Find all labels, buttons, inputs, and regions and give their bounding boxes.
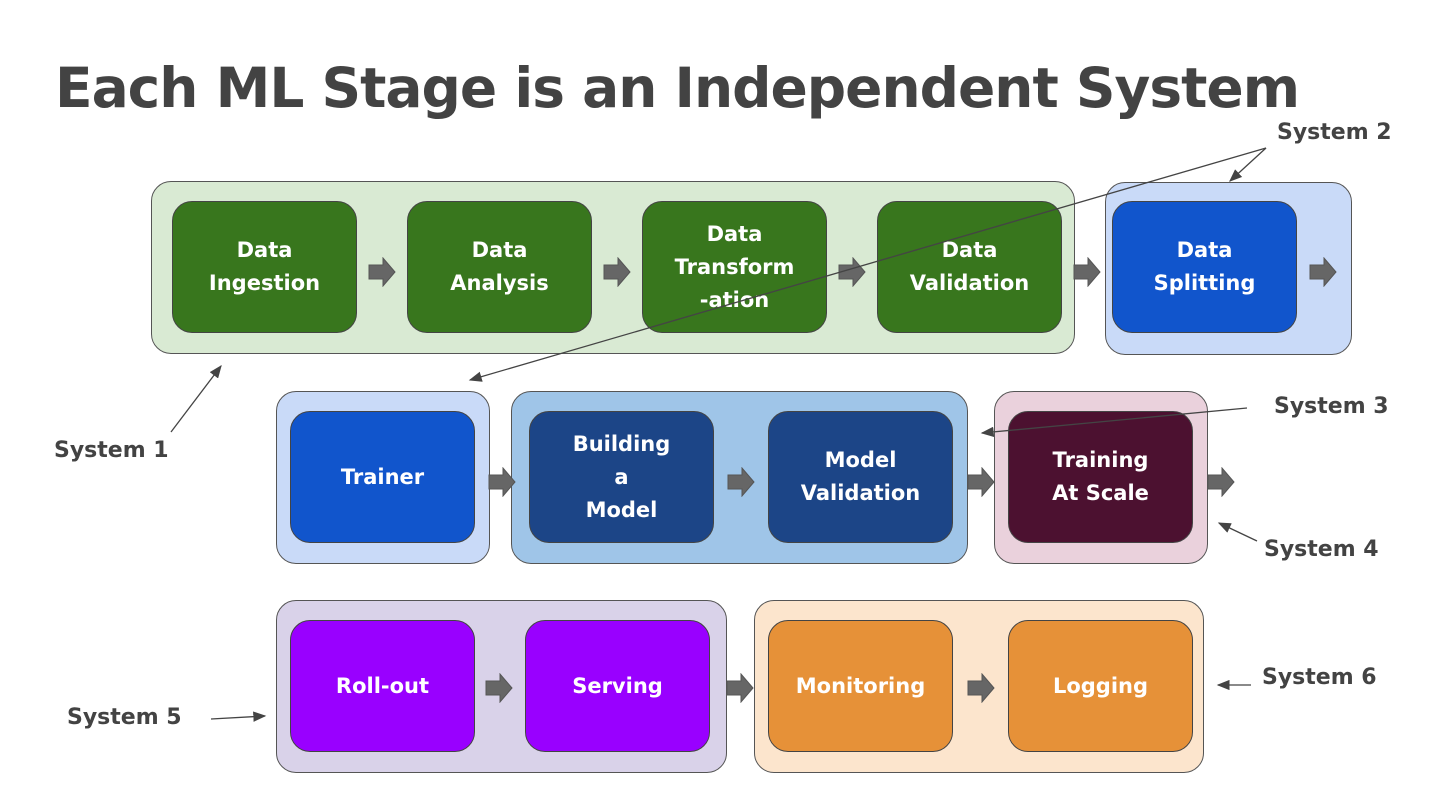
flow-arrow-icon [1207,466,1235,498]
system-1-label: System 1 [54,438,169,463]
flow-arrow-icon [967,466,995,498]
stage-data-ingestion: Data Ingestion [172,201,357,333]
system-3-label: System 3 [1274,394,1389,419]
flow-arrow-icon [967,672,995,704]
system-2-pointer-splitting [1229,147,1267,182]
flow-arrow-icon [838,256,866,288]
system-4-label: System 4 [1264,537,1379,562]
stage-rollout: Roll-out [290,620,475,752]
stage-building-model: Building a Model [529,411,714,543]
stage-monitoring: Monitoring [768,620,953,752]
system-1-pointer [170,364,222,433]
stage-training-at-scale: Training At Scale [1008,411,1193,543]
flow-arrow-icon [603,256,631,288]
stage-model-validation: Model Validation [768,411,953,543]
flow-arrow-icon [1309,256,1337,288]
flow-arrow-icon [1073,256,1101,288]
flow-arrow-icon [485,672,513,704]
system-5-label: System 5 [67,705,182,730]
system-6-label: System 6 [1262,665,1377,690]
flow-arrow-icon [488,466,516,498]
stage-data-validation: Data Validation [877,201,1062,333]
flow-arrow-icon [368,256,396,288]
page-title: Each ML Stage is an Independent System [55,56,1300,120]
stage-serving: Serving [525,620,710,752]
system-5-pointer [210,711,267,722]
stage-data-analysis: Data Analysis [407,201,592,333]
flow-arrow-icon [727,466,755,498]
stage-data-transformation: Data Transform -ation [642,201,827,333]
stage-logging: Logging [1008,620,1193,752]
stage-data-splitting: Data Splitting [1112,201,1297,333]
stage-trainer: Trainer [290,411,475,543]
flow-arrow-icon [726,672,754,704]
system-4-pointer [1217,522,1258,542]
system-2-label: System 2 [1277,120,1392,145]
